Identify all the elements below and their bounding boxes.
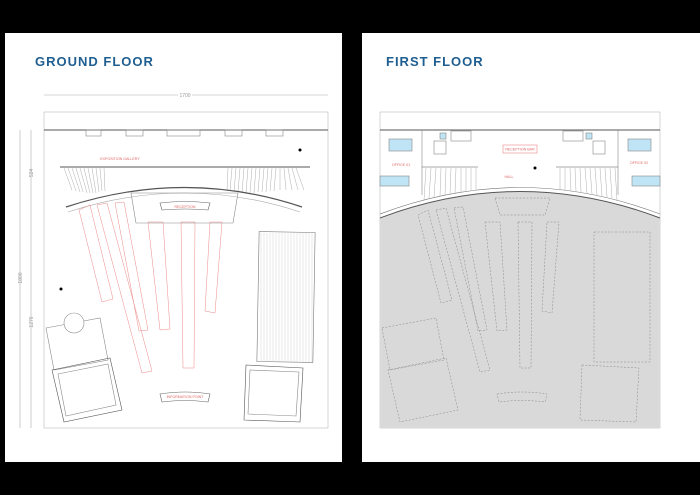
- label-exposition-gallery: EXPOSITION GALLERY: [100, 157, 140, 161]
- plan-line: [417, 209, 453, 304]
- mezzanine-edge-curve: [65, 186, 303, 208]
- plan-line: [226, 167, 305, 194]
- plan-line: [585, 132, 593, 140]
- plan-line: [494, 197, 551, 216]
- plan-line: [592, 140, 606, 155]
- plan-line: [387, 357, 459, 423]
- office-table: [388, 138, 413, 152]
- label-office-02: OFFICE 02: [630, 161, 648, 165]
- display-platform: [256, 231, 316, 363]
- staircase-right: [226, 167, 305, 194]
- first-floor-title: FIRST FLOOR: [386, 54, 484, 69]
- information-point-desk: [159, 391, 211, 403]
- label-office-01: OFFICE 01: [392, 163, 410, 167]
- ground-floor-dimensions: 1700 524 1800 1276: [18, 91, 192, 328]
- plan-line: [298, 148, 302, 152]
- plan-line: [159, 201, 211, 211]
- dimension-width: 1700: [179, 93, 190, 99]
- plan-line: [57, 363, 117, 417]
- exhibition-benches: [78, 201, 223, 374]
- first-floor-plan: [379, 111, 661, 429]
- bench: [96, 202, 153, 374]
- plan-line: [381, 197, 651, 423]
- plan-line: [439, 132, 447, 140]
- plan-line: [533, 166, 537, 170]
- round-table: [63, 312, 85, 334]
- plan-line: [423, 167, 477, 201]
- ground-floor-title: GROUND FLOOR: [35, 54, 154, 69]
- plan-line: [381, 317, 445, 371]
- dimension-upper: 524: [29, 169, 35, 178]
- atrium-void: [380, 191, 660, 428]
- plan-line: [224, 129, 243, 137]
- office-table: [627, 138, 652, 152]
- reception-bar: [502, 144, 538, 154]
- label-reception-bar: RECEPTION BAR: [505, 148, 535, 152]
- plan-line: [125, 129, 144, 137]
- plan-line: [423, 167, 618, 201]
- bench: [147, 221, 171, 331]
- plan-line: [433, 140, 447, 155]
- office-desk: [379, 175, 410, 187]
- building-outline: [43, 111, 329, 429]
- plan-line: [260, 233, 313, 362]
- plan-line: [533, 166, 537, 170]
- sofa: [562, 130, 584, 142]
- plan-line: [379, 187, 661, 215]
- ground-floor-plan: [19, 94, 329, 429]
- plan-line: [484, 221, 508, 332]
- plan-line: [593, 231, 651, 363]
- plan-line: [260, 233, 313, 362]
- reception-counter: [130, 192, 239, 224]
- dimension-lower: 1276: [29, 316, 35, 327]
- plan-line: [178, 91, 192, 99]
- office-desk: [631, 175, 661, 187]
- seating-unit: [243, 364, 304, 423]
- bench: [114, 201, 149, 332]
- plan-line: [59, 148, 302, 291]
- dimension-total: 1800: [18, 272, 24, 283]
- sofa: [450, 130, 472, 142]
- plan-line: [265, 129, 284, 137]
- bench: [78, 204, 114, 303]
- plan-line: [496, 391, 548, 403]
- plan-line: [453, 206, 488, 332]
- seating-unit: [51, 357, 123, 423]
- plan-line: [559, 167, 618, 201]
- label-information-point: INFORMATION POINT: [167, 395, 205, 399]
- plan-line: [579, 364, 640, 423]
- bench: [204, 221, 223, 314]
- label-reception: RECEPTION: [175, 205, 196, 209]
- plan-line: [166, 129, 201, 137]
- label-hall: HALL: [505, 175, 514, 179]
- bench: [180, 221, 196, 369]
- staircase-left: [63, 167, 106, 194]
- plan-line: [379, 191, 661, 219]
- plan-line: [63, 167, 106, 194]
- plan-line: [247, 369, 300, 417]
- plan-line: [541, 221, 560, 314]
- plan-line: [85, 129, 102, 137]
- plan-line: [59, 287, 63, 291]
